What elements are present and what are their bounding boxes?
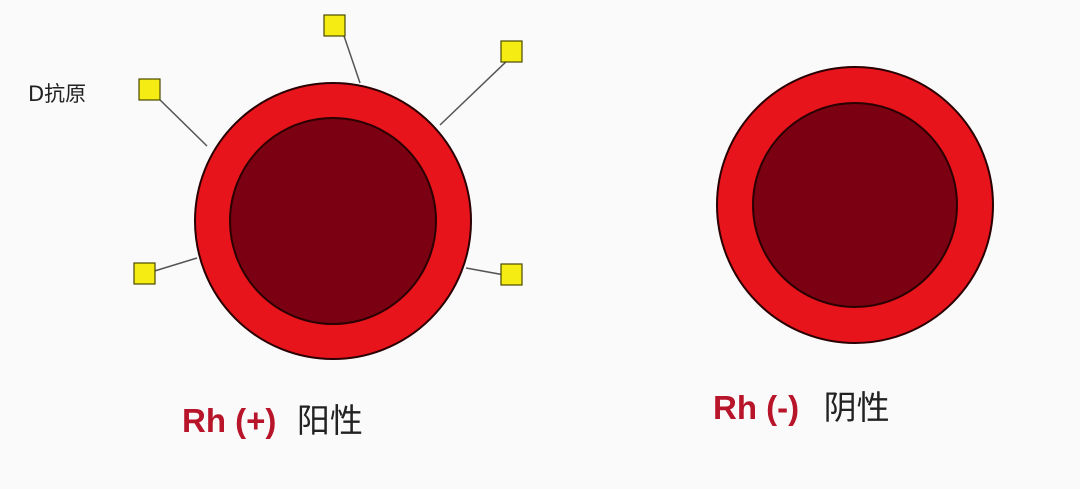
rh-negative-cell: Rh (-) 阴性 <box>713 66 994 427</box>
antigen-stalk <box>154 94 208 147</box>
rh-negative-code: Rh (-) <box>713 389 799 426</box>
antigen-stalk <box>439 57 511 126</box>
d-antigen-marker <box>138 78 161 101</box>
d-antigen-marker <box>133 262 156 285</box>
rh-positive-label: Rh (+) 阳性 <box>182 401 363 440</box>
d-antigen-marker <box>500 40 523 63</box>
antigen-stalk <box>341 29 361 84</box>
rh-negative-label: Rh (-) 阴性 <box>713 388 890 427</box>
d-antigen-marker <box>500 263 523 286</box>
cell-cytoplasm <box>752 102 958 308</box>
rh-positive-cell: D抗原 Rh (+) 阳性 <box>28 14 523 440</box>
rh-negative-word: 阴性 <box>824 388 890 427</box>
antigen-stalk <box>147 257 198 274</box>
rh-positive-code: Rh (+) <box>182 402 276 439</box>
d-antigen-label: D抗原 <box>28 82 86 106</box>
cell-cytoplasm <box>229 117 437 325</box>
rh-positive-word: 阳性 <box>297 401 363 440</box>
d-antigen-marker <box>323 14 346 37</box>
